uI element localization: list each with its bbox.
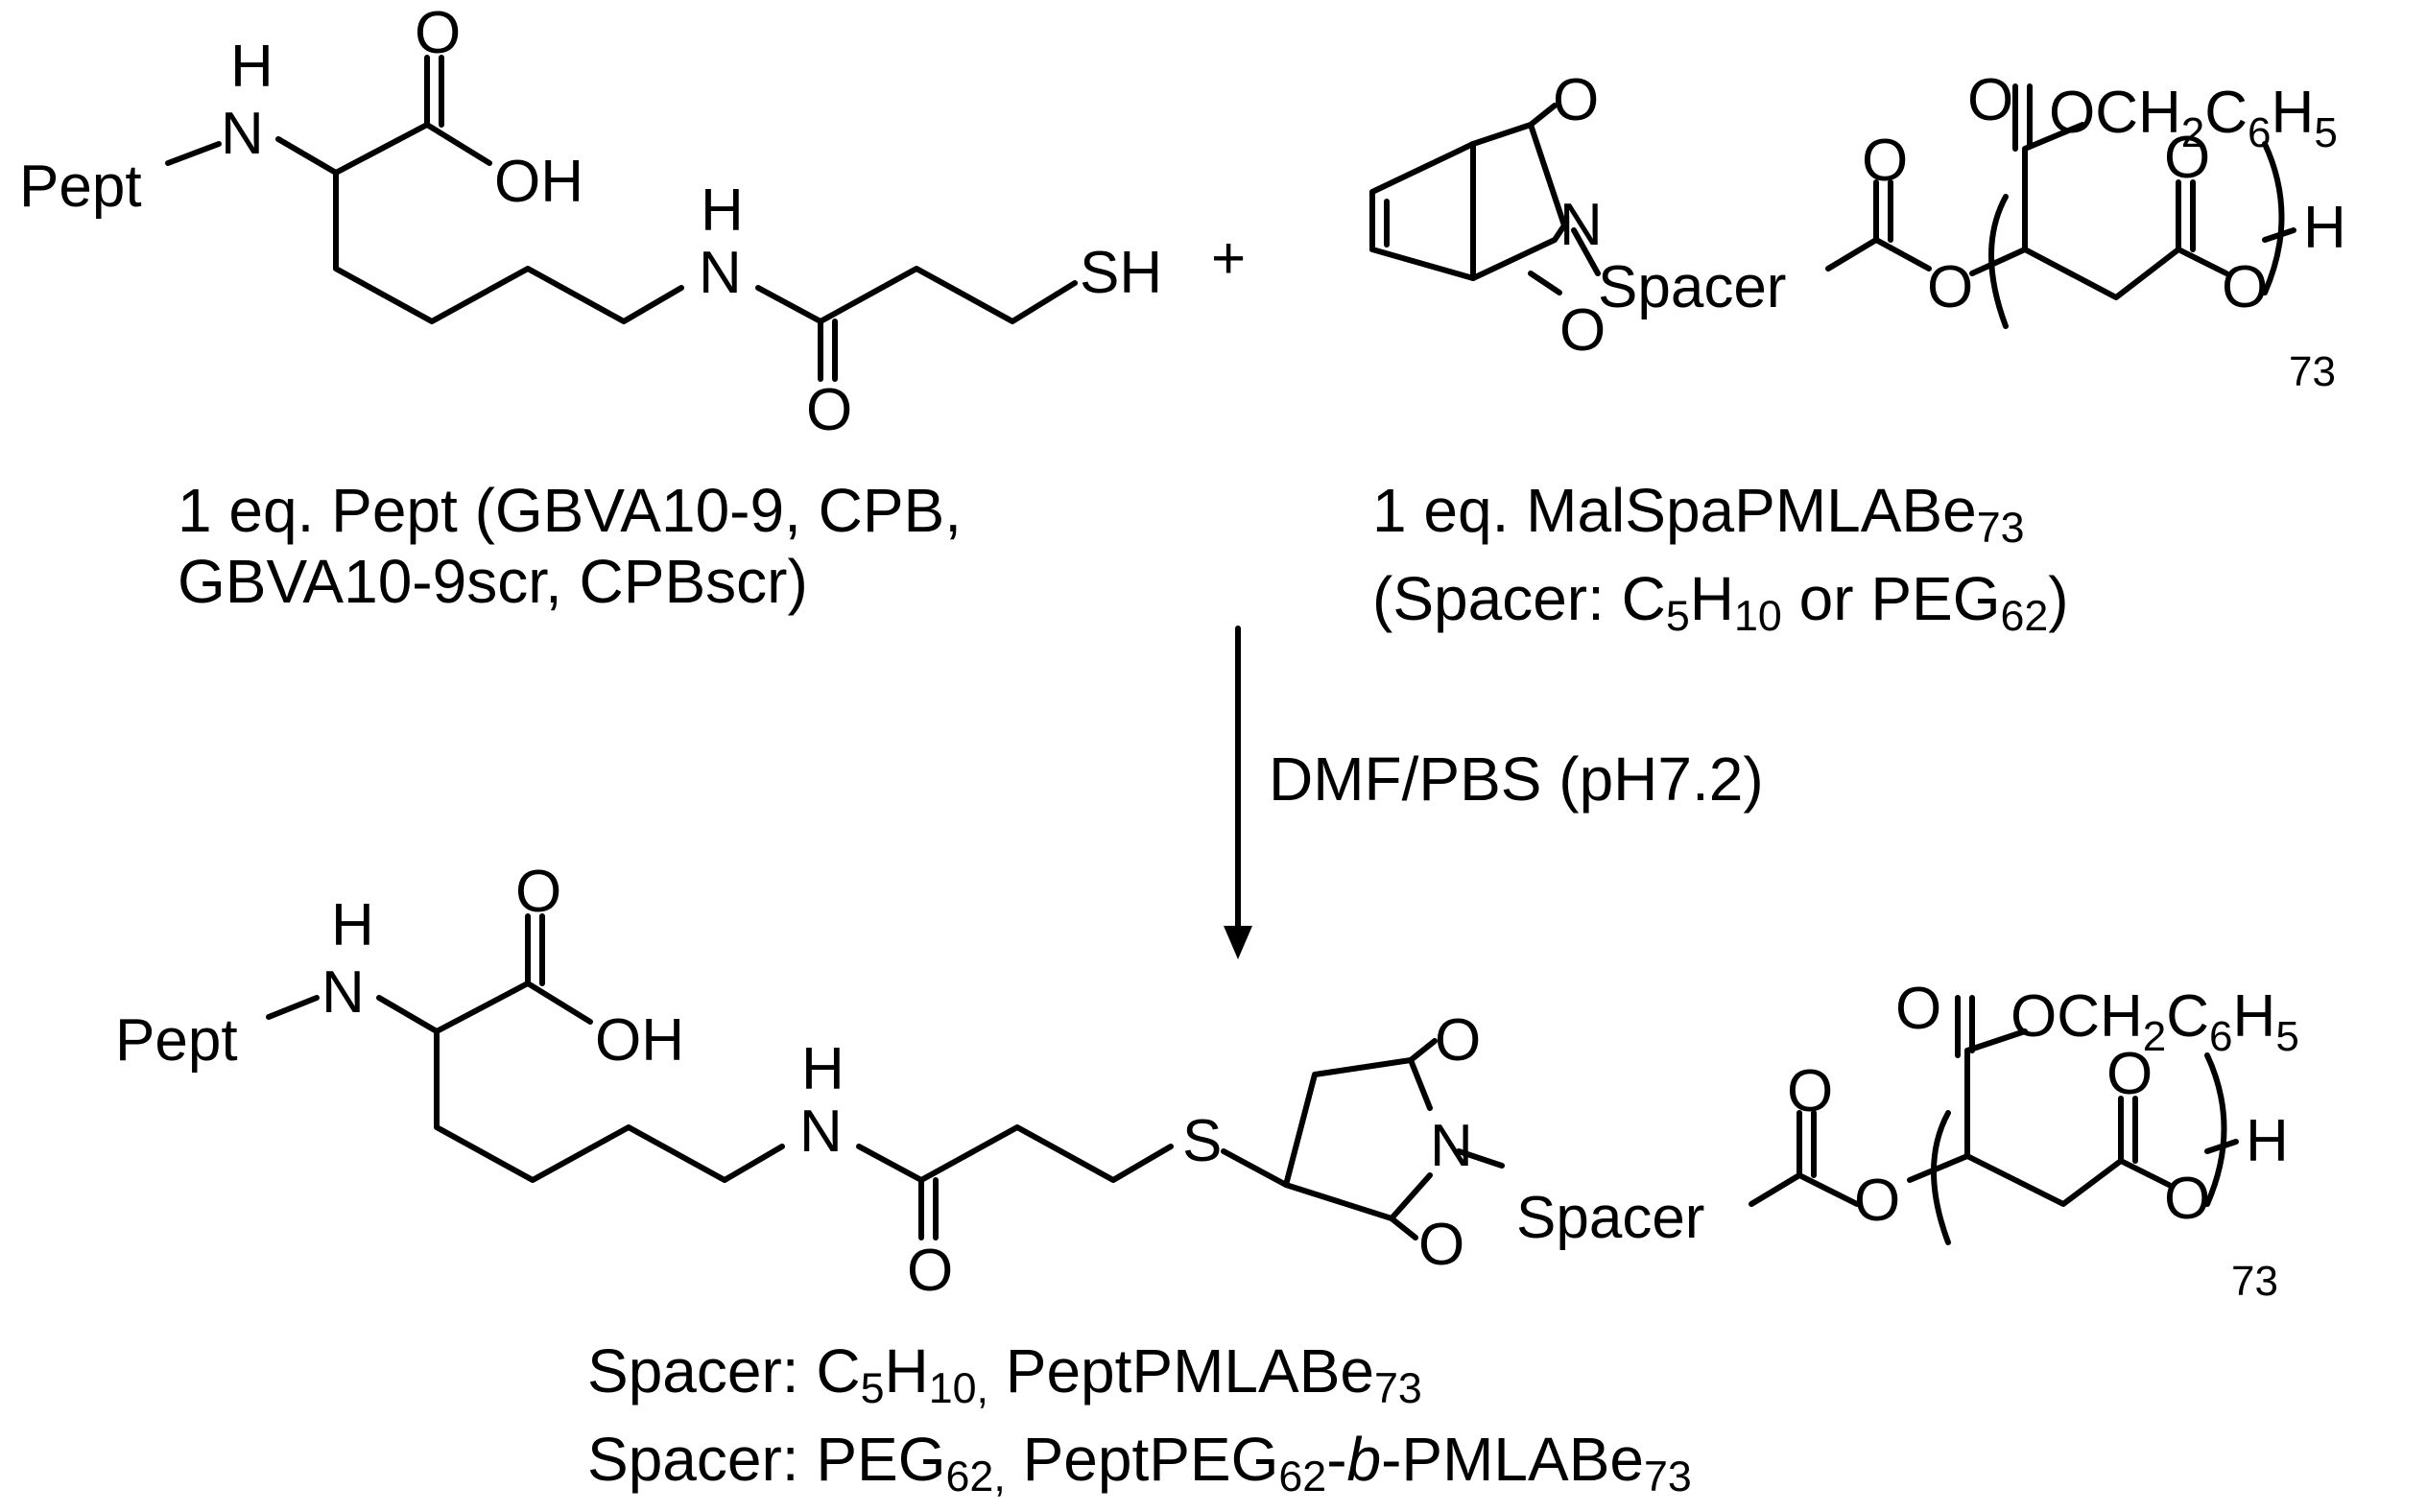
p-amide-h: H (801, 1036, 845, 1102)
hydroxyl-label: OH (494, 149, 583, 215)
product-caption-line1: Spacer: C5H10, PeptPMLABe73 (587, 1336, 1422, 1413)
mal-o-bottom: O (1559, 297, 1606, 364)
p-ester-o: O (1854, 1168, 1900, 1234)
reactant-peptide-caption-line2: GBVA10-9scr, CPBscr) (178, 547, 808, 616)
reactant-polymer-caption: 1 eq. MalSpaPMLABe73 (Spacer: C5H10 or P… (1372, 475, 2069, 651)
reactant-polymer-caption-line1: 1 eq. MalSpaPMLABe73 (1372, 476, 2025, 553)
amide-o-label: O (806, 377, 852, 443)
succ-n: N (1430, 1113, 1473, 1179)
chain-o: O (2222, 254, 2268, 320)
p-amine-h: H (331, 892, 374, 958)
carbonyl-o-label: O (415, 0, 461, 66)
terminal-h: H (2303, 195, 2346, 261)
ester-carbonyl-o: O (1862, 128, 1908, 194)
pept-label: Pept (19, 154, 142, 220)
p-terminal-h: H (2246, 1108, 2289, 1174)
reactant-peptide-caption: 1 eq. Pept (GBVA10-9, CPB, GBVA10-9scr, … (178, 475, 962, 617)
reactant-polymer-caption-line2: (Spacer: C5H10 or PEG62) (1372, 564, 2069, 641)
p-benzyl-ester-label: OCH2C6H5 (2011, 983, 2299, 1060)
spacer-label: Spacer (1598, 254, 1786, 320)
benzyl-ester-label: OCH2C6H5 (2049, 80, 2338, 156)
mal-o-top: O (1553, 67, 1599, 133)
p-amide-o: O (907, 1238, 953, 1304)
p-carbonyl-o: O (515, 859, 561, 925)
plus-sign: + (1211, 225, 1246, 292)
reaction-arrow (1224, 626, 1252, 959)
succ-o-bottom: O (1418, 1212, 1464, 1278)
amine-h-label: H (230, 34, 274, 100)
p-spacer-label: Spacer (1516, 1185, 1704, 1251)
p-benzyl-carbonyl-o: O (1895, 976, 1941, 1042)
product-caption: Spacer: C5H10, PeptPMLABe73 Spacer: PEG6… (587, 1335, 1692, 1512)
p-acid-carbonyl-o: O (2106, 1041, 2153, 1107)
p-amine-n: N (321, 959, 365, 1026)
reaction-conditions: DMF/PBS (pH7.2) (1269, 744, 1764, 814)
repeat-count: 73 (2289, 348, 2336, 395)
thiol-label: SH (1080, 240, 1162, 306)
thioether-s: S (1182, 1108, 1222, 1174)
amide-h-label: H (701, 177, 744, 244)
product-caption-line2: Spacer: PEG62, PeptPEG62-b-PMLABe73 (587, 1425, 1692, 1501)
amide-n-label: N (699, 240, 742, 306)
reactant-polymer-structure: O N O Spacer O O O OCH2C6H5 O O H 73 (1369, 67, 2346, 395)
p-hydroxyl: OH (595, 1007, 684, 1074)
p-ester-carbonyl-o: O (1787, 1058, 1833, 1124)
p-pept-label: Pept (115, 1007, 238, 1074)
p-amide-n: N (799, 1099, 843, 1165)
ester-o: O (1927, 254, 1973, 320)
product-structure: Pept H N O OH H N O S O N O Spacer O O O… (115, 859, 2299, 1305)
p-chain-o: O (2164, 1166, 2210, 1232)
reactant-peptide-structure: Pept H N O OH H N O SH + (19, 0, 1246, 443)
acid-carbonyl-o: O (2164, 125, 2210, 191)
benzyl-carbonyl-o: O (1967, 67, 2013, 133)
p-repeat-count: 73 (2231, 1258, 2278, 1305)
mal-n: N (1559, 192, 1603, 258)
succ-o-top: O (1435, 1007, 1481, 1074)
reactant-peptide-caption-line1: 1 eq. Pept (GBVA10-9, CPB, (178, 476, 962, 545)
amine-n-label: N (221, 101, 264, 167)
